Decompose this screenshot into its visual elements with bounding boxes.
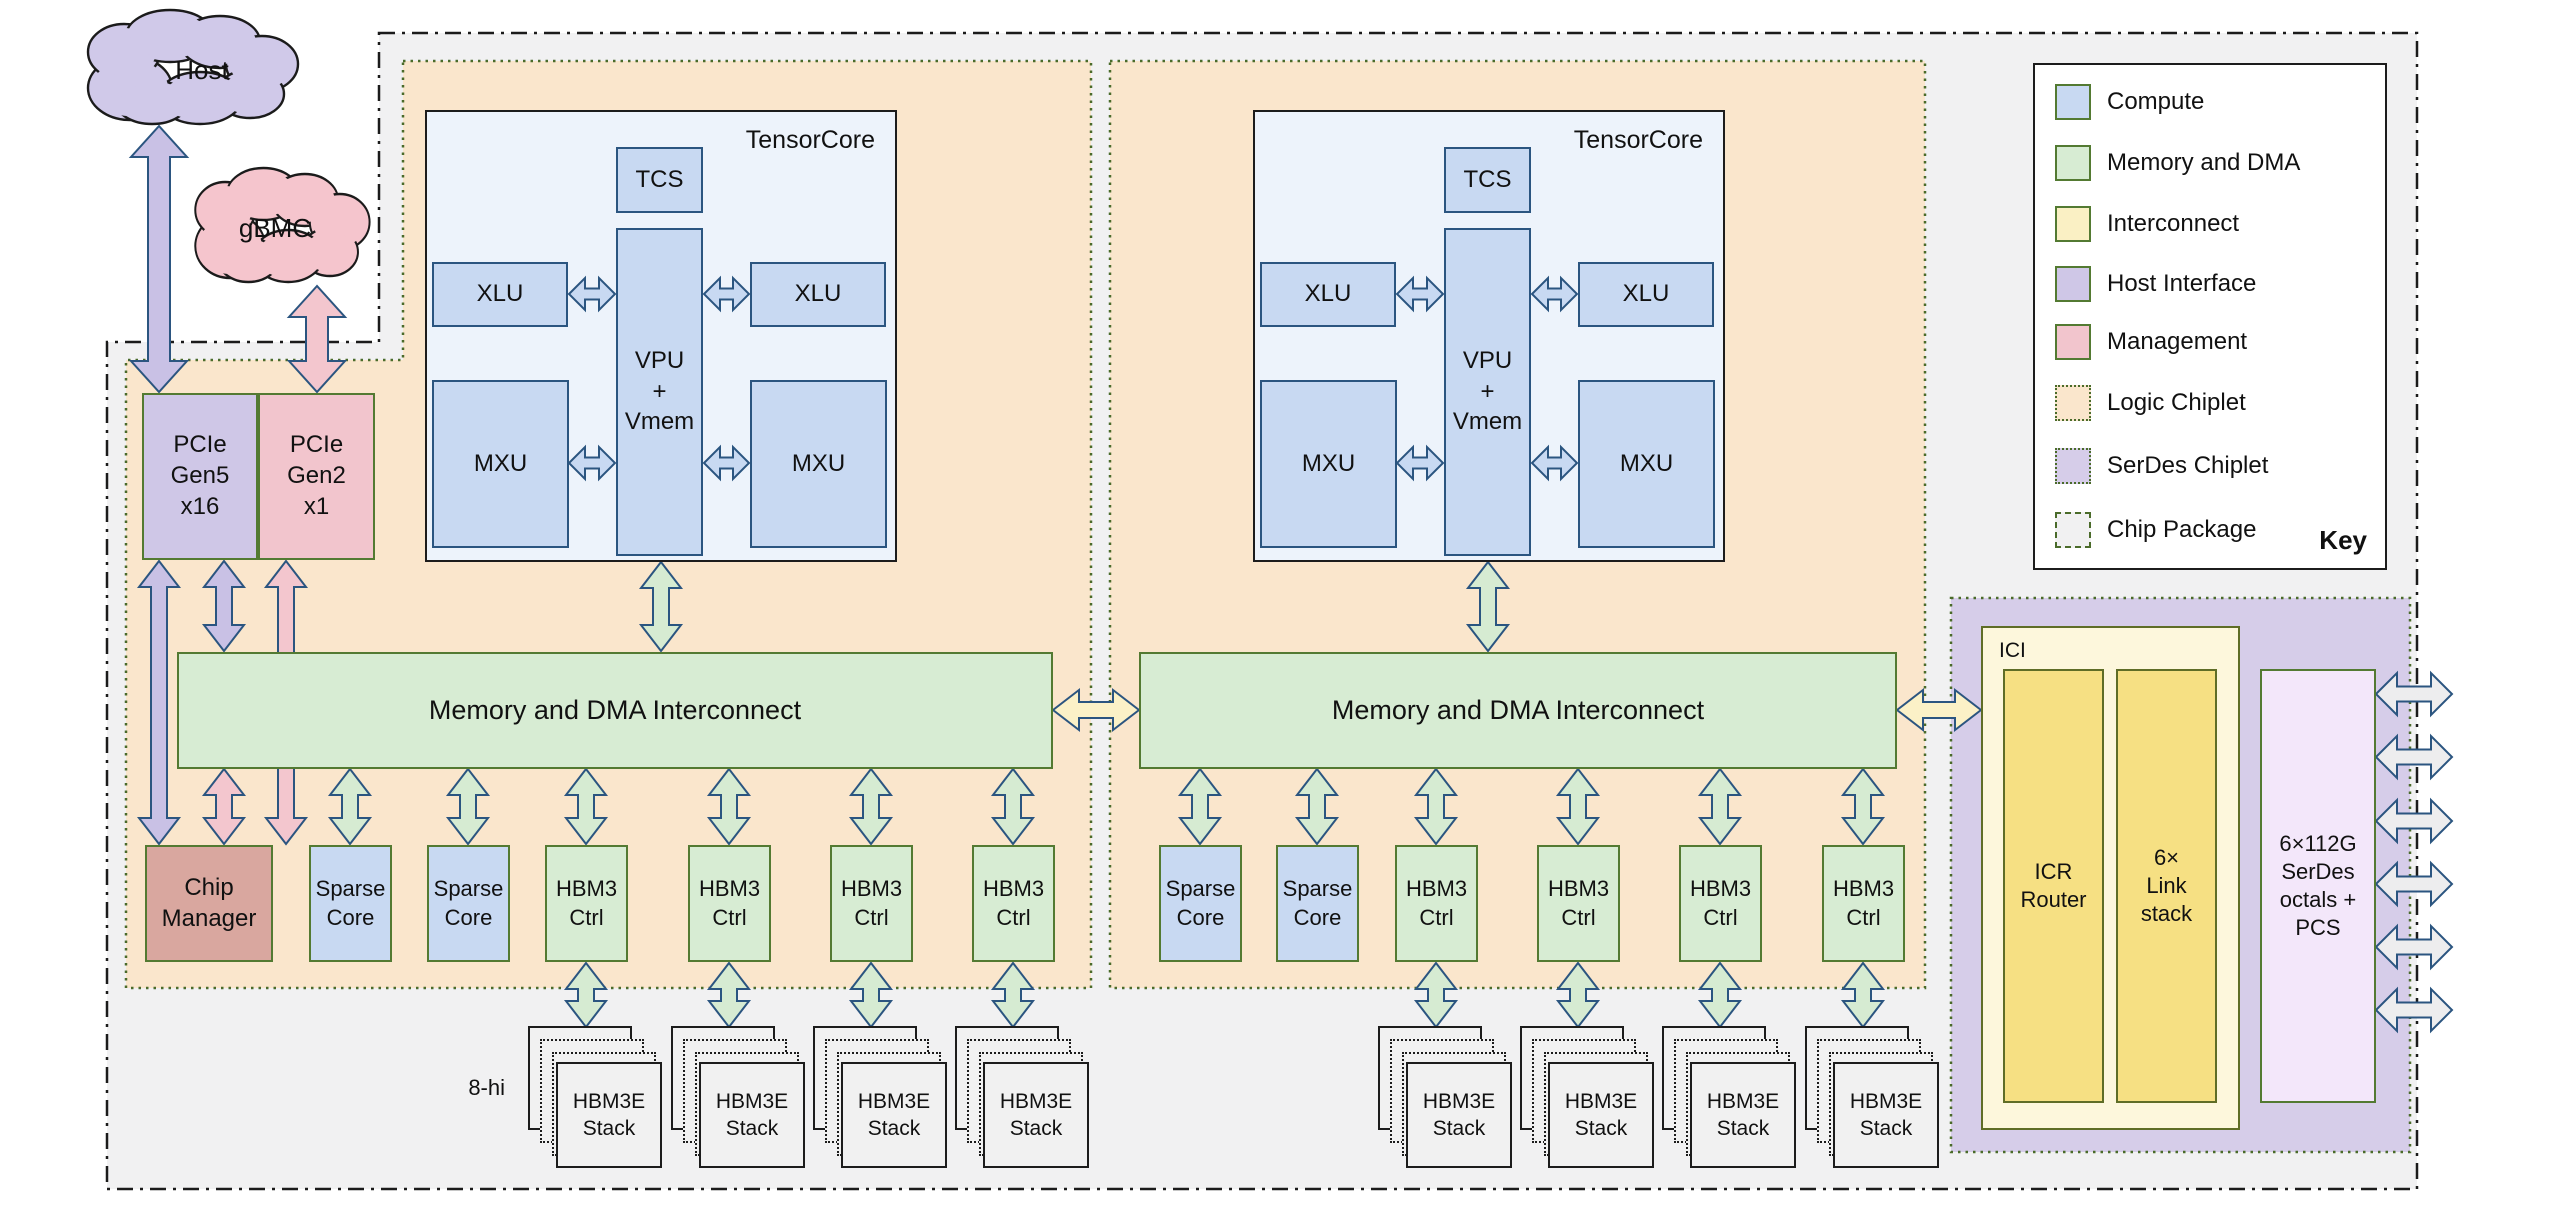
pcie-gen5-block: PCIe Gen5 x16 (142, 393, 258, 560)
gbmc-cloud-label: gBMC (238, 212, 312, 243)
sparse-core-1a: Sparse Core (309, 845, 392, 962)
key-title: Key (2319, 525, 2367, 555)
arrow-pcie5-interconnect1 (201, 559, 247, 653)
tensorcore-1-title: TensorCore (745, 126, 875, 154)
arrow-interconnect1-sparse-1b (445, 767, 491, 846)
gbmc-cloud (194, 166, 371, 284)
arrow-serdes-out-4 (2374, 860, 2454, 908)
hbm3-ctrl-2a: HBM3 Ctrl (1395, 845, 1478, 962)
host-cloud-label: Host (175, 54, 229, 85)
arrow-interconnect2-sparse-2b (1294, 767, 1340, 846)
connection-arrows (128, 124, 2454, 1034)
key-legend: Compute Memory and DMA Interconnect Host… (2033, 63, 2387, 570)
chip-manager-block: Chip Manager (145, 845, 273, 962)
arrow-serdes-out-1 (2374, 670, 2454, 718)
key-row-memory: Memory and DMA (2055, 144, 2300, 182)
hbm3e-stack-6: HBM3E Stack (1548, 1062, 1654, 1168)
key-row-logic-chiplet: Logic Chiplet (2055, 384, 2246, 422)
key-row-chip-package: Chip Package (2055, 511, 2256, 549)
tensorcore-2-title: TensorCore (1573, 126, 1703, 154)
icr-router-block: ICR Router (2003, 669, 2104, 1103)
xlu-1-right: XLU (750, 262, 886, 327)
ici-title: ICI (1999, 639, 2026, 662)
hbm3-ctrl-1b: HBM3 Ctrl (688, 845, 771, 962)
vpu-vmem-1: VPU + Vmem (616, 228, 703, 556)
arrow-host-pcie5 (128, 124, 190, 394)
hbm3e-stack-7: HBM3E Stack (1690, 1062, 1796, 1168)
mxu-2-left: MXU (1260, 380, 1397, 548)
arrow-interconnect1-hbm-1a (563, 767, 609, 846)
stack-height-label: 8-hi (468, 1075, 505, 1100)
memory-dma-interconnect-1: Memory and DMA Interconnect (177, 652, 1053, 769)
memory-dma-interconnect-2: Memory and DMA Interconnect (1139, 652, 1897, 769)
hbm3-ctrl-2b: HBM3 Ctrl (1537, 845, 1620, 962)
arrow-serdes-out-5 (2374, 923, 2454, 971)
sparse-core-1b: Sparse Core (427, 845, 510, 962)
arrow-gbmc-pcie2 (286, 284, 348, 394)
compute-swatch (2055, 84, 2091, 120)
mxu-2-right: MXU (1578, 380, 1715, 548)
hbm3e-stack-4: HBM3E Stack (983, 1062, 1089, 1168)
sparse-core-2a: Sparse Core (1159, 845, 1242, 962)
key-row-host-interface: Host Interface (2055, 265, 2256, 303)
xlu-1-left: XLU (432, 262, 568, 327)
arrow-interconnect1-hbm-1d (990, 767, 1036, 846)
arrow-tensorcore2-interconnect2 (1465, 560, 1511, 653)
hbm3-ctrl-1d: HBM3 Ctrl (972, 845, 1055, 962)
mxu-1-left: MXU (432, 380, 569, 548)
hbm3-ctrl-2c: HBM3 Ctrl (1679, 845, 1762, 962)
logic-chiplet-swatch (2055, 385, 2091, 421)
arrow-serdes-out-2 (2374, 733, 2454, 781)
sparse-core-2b: Sparse Core (1276, 845, 1359, 962)
tcs-1: TCS (616, 147, 703, 213)
arrow-interconnect2-sparse-2a (1177, 767, 1223, 846)
arrow-serdes-out-3 (2374, 797, 2454, 845)
interconnect-swatch (2055, 206, 2091, 242)
arrow-tensorcore1-interconnect1 (638, 560, 684, 653)
arrow-interconnect2-hbm-2d (1840, 767, 1886, 846)
key-row-serdes-chiplet: SerDes Chiplet (2055, 447, 2268, 485)
hbm3e-stack-3: HBM3E Stack (841, 1062, 947, 1168)
mxu-1-right: MXU (750, 380, 887, 548)
serdes-octals-block: 6×112G SerDes octals + PCS (2260, 669, 2376, 1103)
serdes-chiplet-swatch (2055, 448, 2091, 484)
chip-package-swatch (2055, 512, 2091, 548)
key-row-interconnect: Interconnect (2055, 205, 2239, 243)
host-interface-swatch (2055, 266, 2091, 302)
tcs-2: TCS (1444, 147, 1531, 213)
vpu-vmem-2: VPU + Vmem (1444, 228, 1531, 556)
hbm3e-stack-5: HBM3E Stack (1406, 1062, 1512, 1168)
link-stack-block: 6× Link stack (2116, 669, 2217, 1103)
hbm3e-stack-8: HBM3E Stack (1833, 1062, 1939, 1168)
arrow-serdes-out-6 (2374, 986, 2454, 1034)
arrow-interconnect2-hbm-2a (1413, 767, 1459, 846)
hbm3-ctrl-1c: HBM3 Ctrl (830, 845, 913, 962)
hbm3-ctrl-1a: HBM3 Ctrl (545, 845, 628, 962)
memory-swatch (2055, 145, 2091, 181)
hbm3e-stack-2: HBM3E Stack (699, 1062, 805, 1168)
arrow-interconnect2-hbm-2b (1555, 767, 1601, 846)
host-cloud (86, 8, 300, 126)
arrow-interconnect1-hbm-1b (706, 767, 752, 846)
arrow-interconnect1-sparse-1a (327, 767, 373, 846)
hbm3e-stack-1: HBM3E Stack (556, 1062, 662, 1168)
arrow-interconnect1-hbm-1c (848, 767, 894, 846)
arrow-pcie5-chip-manager (136, 559, 182, 846)
hbm3-ctrl-2d: HBM3 Ctrl (1822, 845, 1905, 962)
management-swatch (2055, 324, 2091, 360)
key-row-management: Management (2055, 323, 2247, 361)
key-row-compute: Compute (2055, 83, 2204, 121)
xlu-2-right: XLU (1578, 262, 1714, 327)
arrow-interconnect1-chip-manager (201, 767, 247, 846)
xlu-2-left: XLU (1260, 262, 1396, 327)
arrow-interconnect2-hbm-2c (1697, 767, 1743, 846)
pcie-gen2-block: PCIe Gen2 x1 (258, 393, 375, 560)
